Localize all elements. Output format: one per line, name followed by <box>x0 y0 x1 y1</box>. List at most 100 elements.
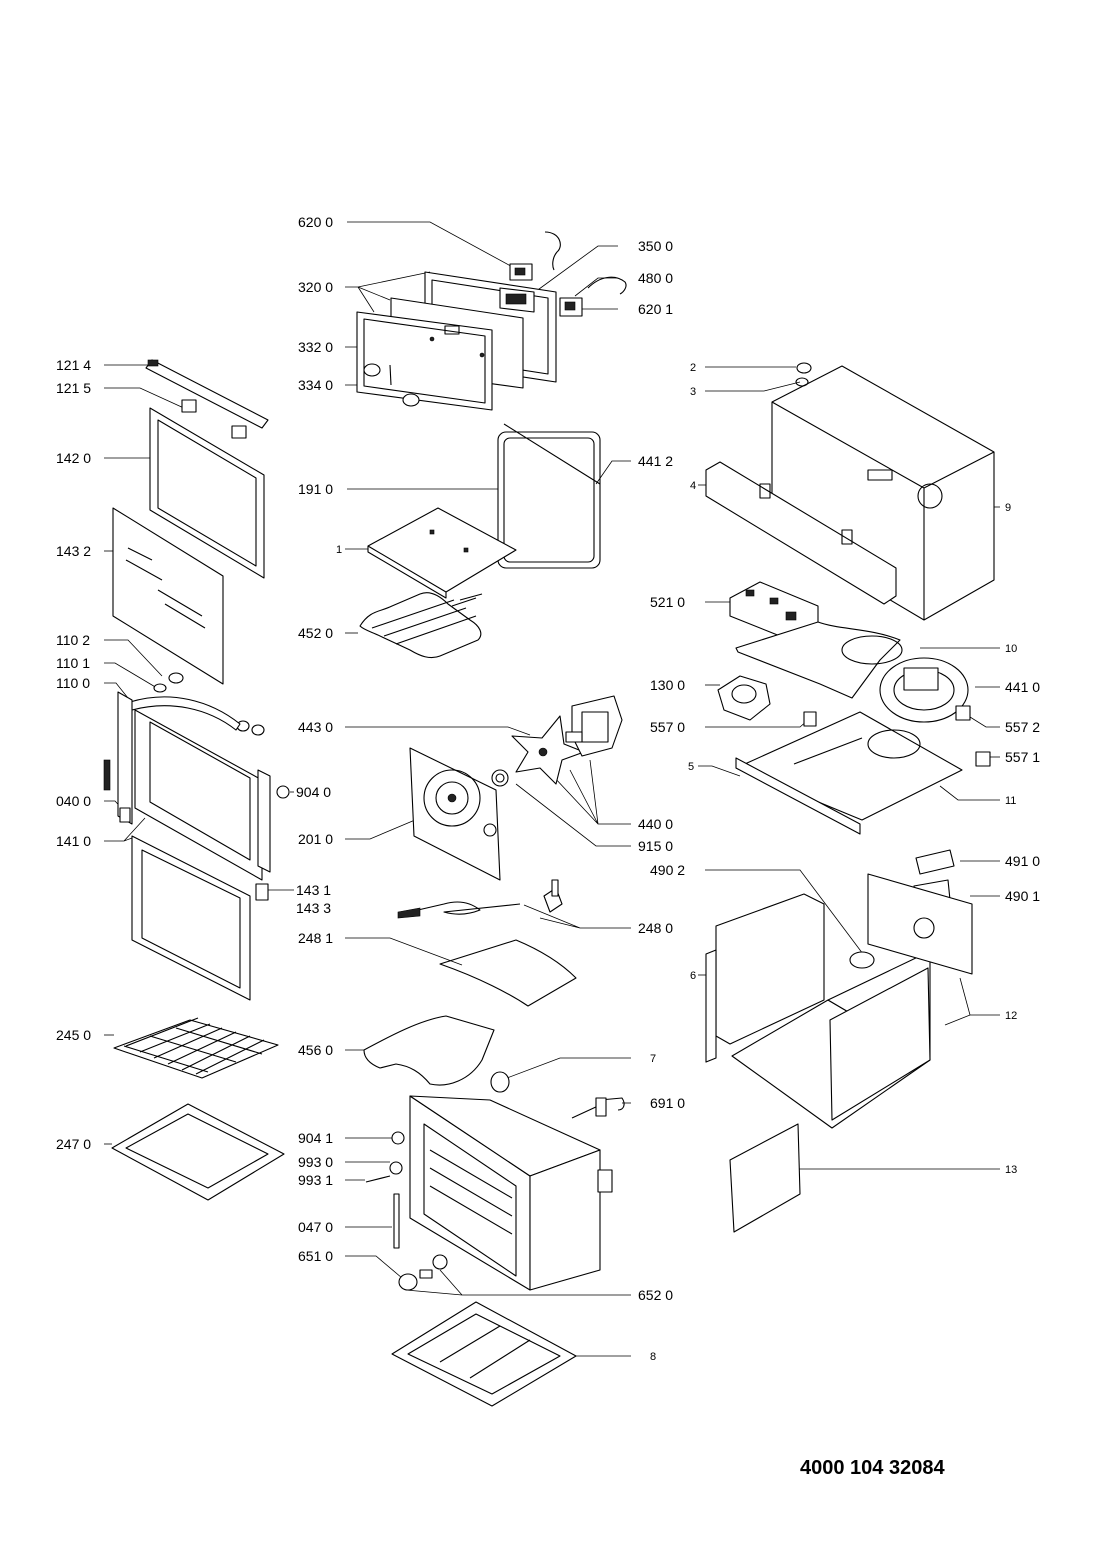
label-350-0: 350 0 <box>638 238 673 254</box>
label-141-0: 141 0 <box>56 833 91 849</box>
label-247-0: 247 0 <box>56 1136 91 1152</box>
label-915-0: 915 0 <box>638 838 673 854</box>
label-110-1: 110 1 <box>56 655 90 671</box>
label-452-0: 452 0 <box>298 625 333 641</box>
leader-lines <box>104 221 1000 1357</box>
label-904-0: 904 0 <box>296 784 331 800</box>
grill-heating-element <box>359 592 483 659</box>
door-inner-glass <box>131 835 251 1001</box>
door-switches <box>803 705 991 767</box>
convection-fan <box>511 715 585 785</box>
oven-door <box>103 691 290 901</box>
label-3: 3 <box>690 386 696 398</box>
rear-frame <box>705 362 995 621</box>
bushing <box>491 769 509 787</box>
top-plate <box>367 507 517 599</box>
label-456-0: 456 0 <box>298 1042 333 1058</box>
top-element-248-1 <box>439 939 577 1007</box>
label-143-1: 143 1 <box>296 882 331 898</box>
back-cover <box>729 1123 801 1233</box>
module-350-0 <box>499 287 535 313</box>
document-code: 4000 104 32084 <box>800 1457 945 1479</box>
knob-334-0 <box>363 363 420 407</box>
oven-cavity <box>409 1095 613 1291</box>
cooling-motor <box>717 675 771 721</box>
label-320-0: 320 0 <box>298 279 333 295</box>
label-480-0: 480 0 <box>638 270 673 286</box>
label-143-2: 143 2 <box>56 543 91 559</box>
label-143-3: 143 3 <box>296 900 331 916</box>
rear-panel-fan-cover <box>409 747 501 881</box>
label-121-4: 121 4 <box>56 357 91 373</box>
label-11: 11 <box>1005 795 1016 807</box>
label-12: 12 <box>1005 1010 1017 1022</box>
label-6: 6 <box>690 970 696 982</box>
label-142-0: 142 0 <box>56 450 91 466</box>
label-121-5: 121 5 <box>56 380 91 396</box>
label-443-0: 443 0 <box>298 719 333 735</box>
label-557-1: 557 1 <box>1005 749 1040 765</box>
door-outer-glass <box>149 407 265 579</box>
meat-probe <box>397 879 563 919</box>
baking-tray <box>111 1103 285 1201</box>
label-651-0: 651 0 <box>298 1248 333 1264</box>
label-557-2: 557 2 <box>1005 719 1040 735</box>
label-490-2: 490 2 <box>650 862 685 878</box>
label-7: 7 <box>650 1053 656 1065</box>
label-441-0: 441 0 <box>1005 679 1040 695</box>
switch-620-1 <box>559 297 583 317</box>
switch-620-0 <box>509 263 533 281</box>
label-248-0: 248 0 <box>638 920 673 936</box>
label-4: 4 <box>690 480 696 492</box>
label-1: 1 <box>336 544 342 556</box>
door-glass <box>112 507 224 685</box>
label-8: 8 <box>650 1351 656 1363</box>
label-5: 5 <box>688 761 694 773</box>
label-652-0: 652 0 <box>638 1287 673 1303</box>
top-cover-plate <box>735 711 963 835</box>
label-620-0: 620 0 <box>298 214 333 230</box>
label-691-0: 691 0 <box>650 1095 685 1111</box>
label-110-0: 110 0 <box>56 675 90 691</box>
label-110-2: 110 2 <box>56 632 90 648</box>
label-248-1: 248 1 <box>298 930 333 946</box>
label-441-2: 441 2 <box>638 453 673 469</box>
label-201-0: 201 0 <box>298 831 333 847</box>
label-993-0: 993 0 <box>298 1154 333 1170</box>
oven-door-seal <box>497 423 601 569</box>
label-191-0: 191 0 <box>298 481 333 497</box>
label-904-1: 904 1 <box>298 1130 333 1146</box>
bottom-plate <box>391 1301 577 1407</box>
label-440-0: 440 0 <box>638 816 673 832</box>
fan-housing <box>735 621 903 699</box>
label-993-1: 993 1 <box>298 1172 333 1188</box>
lamp-cover <box>490 1071 510 1093</box>
label-13: 13 <box>1005 1164 1017 1176</box>
small-fasteners <box>365 1131 405 1249</box>
label-334-0: 334 0 <box>298 377 333 393</box>
label-047-0: 047 0 <box>298 1219 333 1235</box>
part-drawings <box>103 231 995 1407</box>
label-040-0: 040 0 <box>56 793 91 809</box>
label-620-1: 620 1 <box>638 301 673 317</box>
label-130-0: 130 0 <box>650 677 685 693</box>
oven-outer-casing <box>705 873 973 1129</box>
cooling-fan <box>879 657 969 723</box>
cable-480-0 <box>587 276 627 295</box>
label-9: 9 <box>1005 502 1011 514</box>
label-332-0: 332 0 <box>298 339 333 355</box>
label-2: 2 <box>690 362 696 374</box>
label-557-0: 557 0 <box>650 719 685 735</box>
part-labels: 620 0 350 0 480 0 320 0 620 1 332 0 334 … <box>56 214 1040 1363</box>
label-490-1: 490 1 <box>1005 888 1040 904</box>
lamp-holder <box>571 1097 625 1119</box>
cable-620-0 <box>544 231 561 271</box>
control-knobs <box>398 1254 448 1291</box>
label-491-0: 491 0 <box>1005 853 1040 869</box>
door-washers <box>153 672 265 736</box>
label-245-0: 245 0 <box>56 1027 91 1043</box>
bottom-heating-element <box>363 1015 495 1086</box>
label-10: 10 <box>1005 643 1017 655</box>
wire-shelf <box>113 1017 279 1079</box>
